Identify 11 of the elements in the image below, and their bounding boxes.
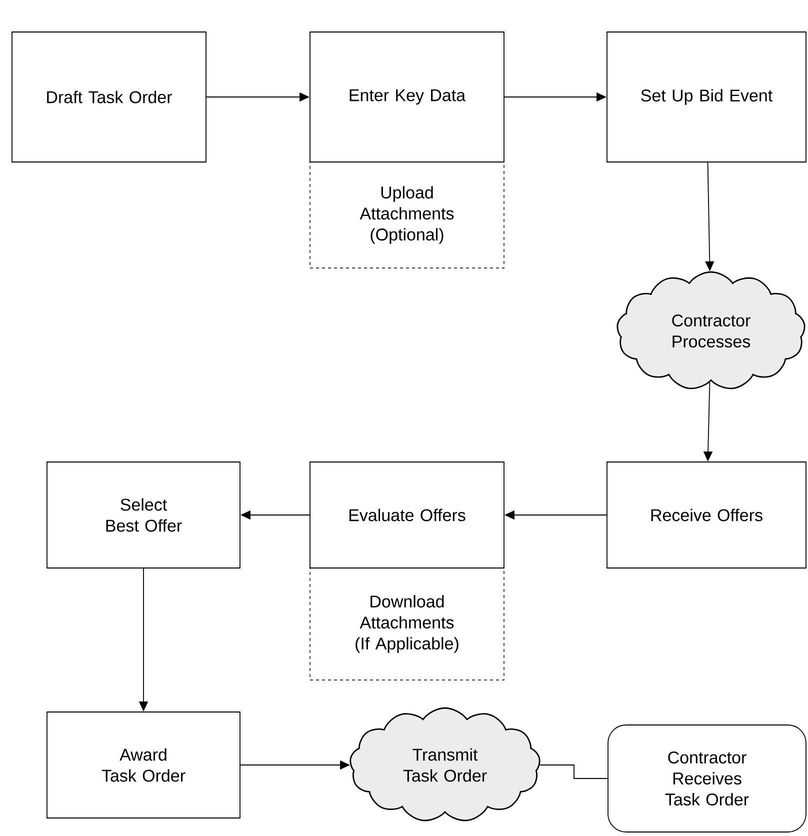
note-box: Upload Attachments (Optional) [310,162,504,268]
process-box: Set Up Bid Event [606,32,806,162]
process-box: Award Task Order [46,712,240,818]
process-box: Enter Key Data [310,32,504,162]
connector-line [539,764,608,779]
process-box: Draft Task Order [12,32,206,162]
process-box: Receive Offers [606,462,806,568]
process-box: Select Best Offer [46,462,240,568]
note-box: Download Attachments (If Applicable) [310,568,504,680]
rounded-box: Contractor Receives Task Order [608,724,806,832]
process-box: Evaluate Offers [310,462,504,568]
